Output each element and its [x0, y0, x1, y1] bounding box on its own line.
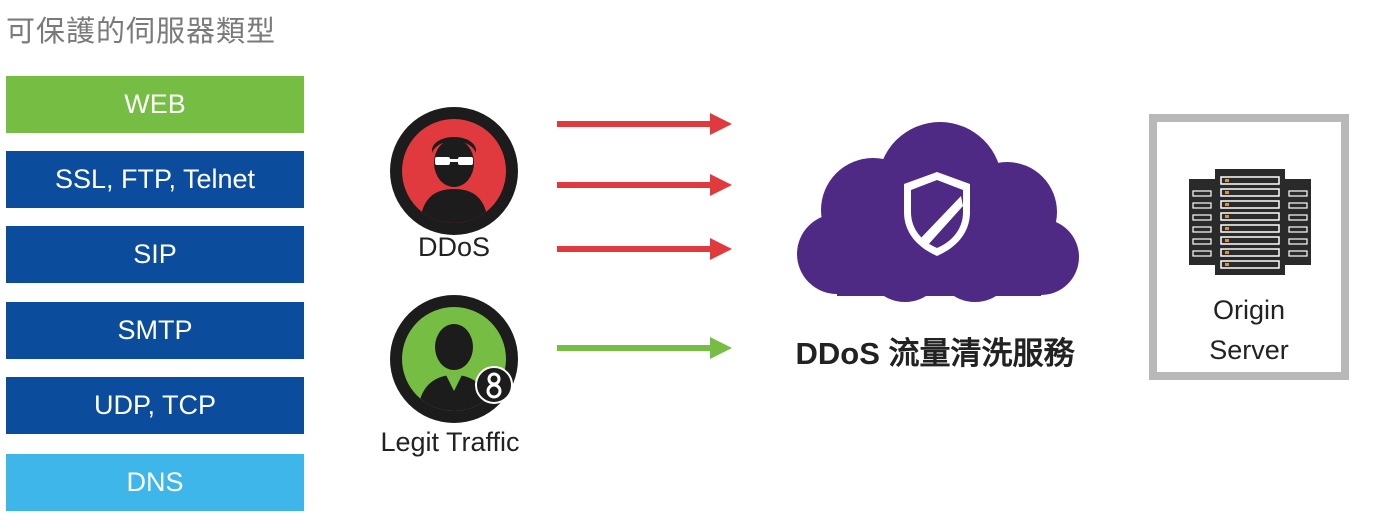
cloud-icon — [797, 122, 1079, 302]
ddos-label: DDoS — [417, 232, 491, 262]
badge-icon — [475, 366, 513, 404]
shield-icon — [904, 172, 970, 256]
origin-label-line2: Server — [1209, 335, 1289, 365]
server-type-box: SMTP — [6, 302, 304, 359]
origin-label-line1: Origin — [1212, 295, 1286, 325]
cloud-label: DDoS 流量清洗服務 — [795, 336, 1075, 371]
server-type-box: DNS — [6, 454, 304, 511]
traffic-arrow-line — [557, 345, 712, 351]
user-icon — [418, 324, 490, 411]
legit-user-avatar — [390, 295, 518, 423]
arrow-head-icon — [710, 337, 732, 359]
server-type-box: UDP, TCP — [6, 377, 304, 434]
traffic-arrow-line — [557, 121, 712, 127]
ddos-attacker-avatar — [390, 107, 518, 235]
page-title: 可保護的伺服器類型 — [6, 16, 277, 48]
hacker-icon — [420, 137, 488, 223]
arrow-head-icon — [710, 238, 732, 260]
arrow-head-icon — [710, 113, 732, 135]
server-type-box: WEB — [6, 76, 304, 133]
server-rack-icon — [1189, 169, 1311, 275]
legit-traffic-label: Legit Traffic — [380, 427, 520, 457]
server-type-box: SIP — [6, 226, 304, 283]
traffic-arrow-line — [557, 182, 712, 188]
origin-server-box: Origin Server — [1149, 114, 1349, 380]
server-type-box: SSL, FTP, Telnet — [6, 151, 304, 208]
traffic-arrow-line — [557, 246, 712, 252]
arrow-head-icon — [710, 174, 732, 196]
